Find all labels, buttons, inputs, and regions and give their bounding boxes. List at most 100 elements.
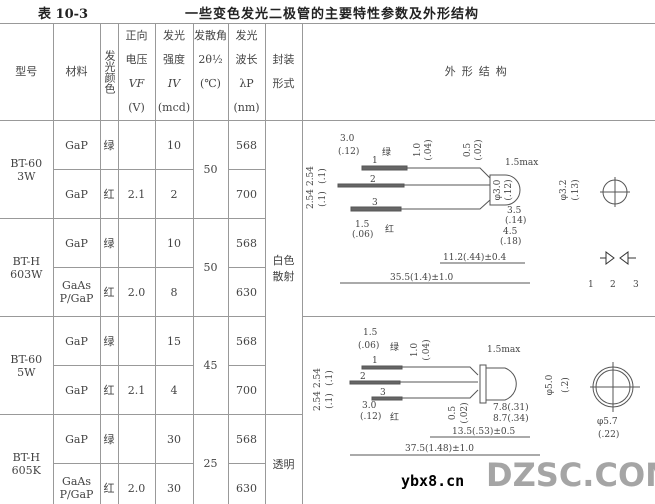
model-cell: BT-603W bbox=[0, 120, 54, 219]
color-text: 绿 bbox=[103, 237, 115, 250]
vf-cell: 2.1 bbox=[117, 365, 156, 415]
dim-text: 4.5 bbox=[503, 227, 518, 237]
wave-cell: 700 bbox=[227, 169, 266, 219]
model-cell: BT-H603W bbox=[0, 218, 54, 317]
led-3mm-drawing: 3.0 (.12) 1.0 (.04) 0.5 (.02) 1.5max 2.5… bbox=[306, 134, 639, 290]
wave-text: 630 bbox=[236, 481, 257, 495]
material-text: GaP bbox=[65, 334, 88, 348]
dim-text: φ5.0 bbox=[545, 374, 555, 395]
header-color: 发光颜色 bbox=[99, 23, 119, 121]
iv-text: 8 bbox=[170, 285, 178, 299]
dim-text: 1.0 bbox=[410, 343, 420, 358]
model-text: BT-H603W bbox=[10, 254, 43, 281]
led-5mm-drawing: 1.5 (.06) 1.0 (.04) 1.5max 2.54 2.54 (.1… bbox=[313, 328, 640, 456]
table-title: 一些变色发光二极管的主要特性参数及外形结构 bbox=[185, 7, 480, 22]
dim-text: (.1) bbox=[324, 370, 335, 386]
model-text: BT-603W bbox=[10, 156, 43, 183]
lead-label: 红 bbox=[385, 223, 394, 235]
lead-number: 2 bbox=[360, 372, 366, 382]
dim-text: φ3.2 bbox=[559, 180, 569, 201]
lead-number: 3 bbox=[372, 198, 378, 208]
h: (℃) bbox=[200, 77, 221, 90]
dim-text: (.06) bbox=[358, 340, 379, 351]
dim-text: φ5.7 bbox=[597, 417, 618, 427]
lead-number: 2 bbox=[370, 175, 376, 185]
dim-text: 1.5 bbox=[363, 328, 378, 338]
color-text: 绿 bbox=[103, 335, 115, 348]
material-cell: GaP bbox=[52, 218, 101, 268]
wave-text: 700 bbox=[236, 383, 257, 397]
h: 正向 bbox=[125, 29, 148, 42]
package-cell: 透明 bbox=[264, 414, 303, 504]
vf-cell bbox=[117, 316, 156, 366]
iv-text: 4 bbox=[170, 383, 178, 397]
h: (mcd) bbox=[157, 101, 191, 114]
dim-text: 11.2(.44)±0.4 bbox=[443, 252, 507, 263]
dim-text: 1.5max bbox=[487, 345, 520, 355]
angle-text: 45 bbox=[203, 359, 218, 372]
vf-cell: 2.0 bbox=[117, 463, 156, 504]
pin-number: 2 bbox=[610, 280, 616, 290]
header-color-text: 发光颜色 bbox=[103, 50, 116, 94]
lead-label: 绿 bbox=[382, 146, 391, 158]
dim-text: (.12) bbox=[503, 179, 514, 200]
package-text: 白色散射 bbox=[272, 253, 295, 283]
lead-label: 绿 bbox=[390, 341, 399, 353]
dim-text: 1.5 bbox=[355, 220, 370, 230]
dim-text: 1.5max bbox=[505, 158, 538, 168]
vf-text: 2.0 bbox=[127, 285, 146, 299]
color-text: 红 bbox=[103, 482, 115, 495]
material-cell: GaAsP/GaP bbox=[53, 267, 101, 317]
model-cell: BT-605W bbox=[0, 316, 54, 415]
h: 2θ½ bbox=[198, 53, 223, 66]
material-text: GaP bbox=[65, 383, 88, 397]
h: 发光 bbox=[163, 29, 185, 42]
outline-cell bbox=[301, 316, 655, 504]
wave-text: 568 bbox=[236, 432, 257, 446]
outline-cell bbox=[301, 120, 655, 317]
vf-text: 2.0 bbox=[127, 481, 146, 495]
dim-text: 3.5 bbox=[507, 206, 522, 216]
angle-text: 50 bbox=[203, 261, 218, 274]
material-cell: GaAsP/GaP bbox=[53, 463, 101, 504]
material-text: GaP bbox=[65, 432, 88, 446]
dim-text: (.12) bbox=[360, 411, 381, 422]
h: (nm) bbox=[233, 101, 260, 114]
color-text: 红 bbox=[103, 384, 115, 397]
material-cell: GaP bbox=[53, 365, 101, 415]
dim-text: (.1) bbox=[317, 191, 328, 207]
table-number: 表 10-3 bbox=[38, 7, 89, 22]
dim-text: 1.0 bbox=[413, 143, 423, 158]
iv-text: 30 bbox=[167, 481, 181, 495]
dim-text: 37.5(1.48)±1.0 bbox=[405, 443, 474, 454]
dim-text: 8.7(.34) bbox=[493, 413, 529, 424]
color-text: 红 bbox=[103, 286, 115, 299]
dim-text: (.04) bbox=[423, 139, 434, 160]
lead-number: 1 bbox=[372, 156, 378, 166]
dim-text: 2.54 bbox=[306, 189, 316, 209]
angle-cell: 50 bbox=[192, 218, 229, 317]
material-text: GaP bbox=[65, 236, 88, 250]
lead-number: 1 bbox=[372, 356, 378, 366]
dim-text: 2.54 bbox=[313, 391, 323, 411]
wave-text: 568 bbox=[236, 138, 257, 152]
angle-cell: 25 bbox=[192, 414, 229, 504]
vf-cell bbox=[117, 120, 156, 170]
h: 发光 bbox=[235, 29, 258, 42]
h: 发散角 bbox=[194, 29, 227, 42]
wave-text: 630 bbox=[236, 285, 257, 299]
h: 强度 bbox=[163, 53, 185, 66]
dim-text: (.12) bbox=[338, 146, 359, 157]
dim-text: (.2) bbox=[560, 377, 571, 393]
dim-text: (.1) bbox=[324, 393, 335, 409]
vf-text: 2.1 bbox=[127, 383, 146, 397]
iv-cell: 8 bbox=[154, 267, 194, 317]
model-text: BT-605W bbox=[10, 352, 43, 379]
material-text: GaP bbox=[65, 138, 88, 152]
h: 封装 bbox=[272, 53, 295, 66]
watermark-site: ybx8.cn bbox=[398, 472, 468, 490]
dim-text: (.02) bbox=[473, 139, 484, 160]
